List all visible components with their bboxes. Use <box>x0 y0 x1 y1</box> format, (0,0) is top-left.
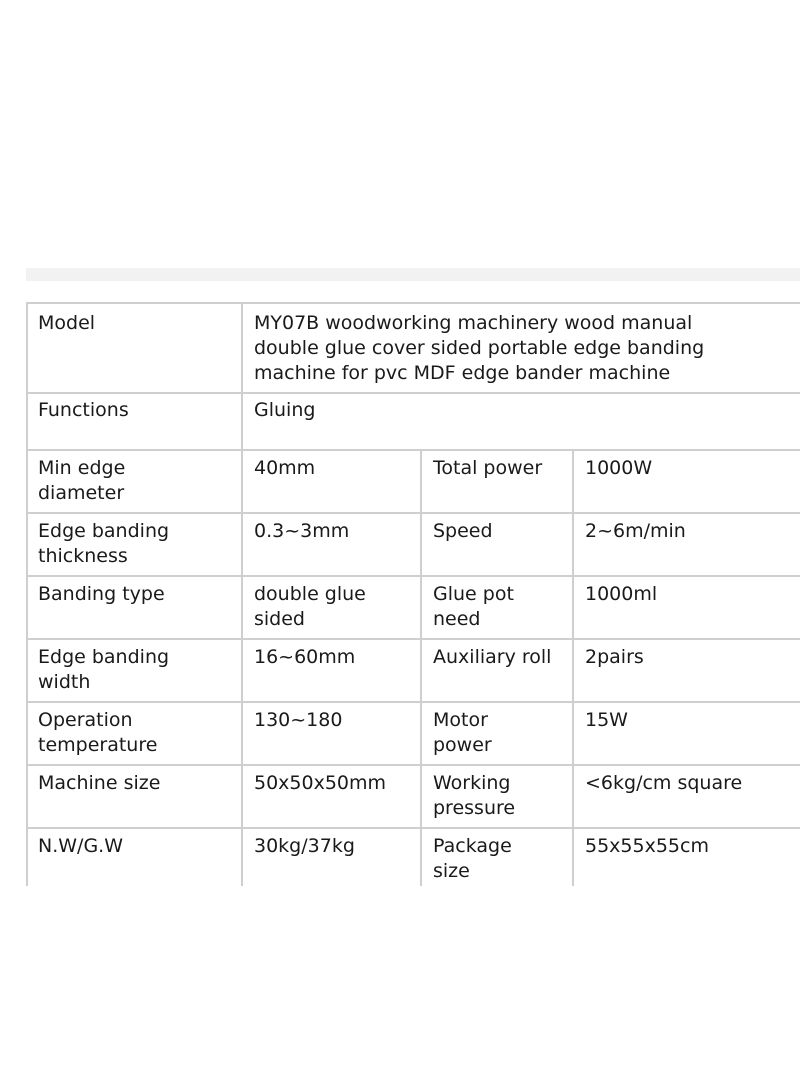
spec-label: Auxiliary roll <box>433 645 551 670</box>
row-divider <box>26 638 800 640</box>
spec-value: 40mm <box>254 456 315 481</box>
spec-value-line: 55x55x55cm <box>585 835 709 857</box>
spec-label-line: Working <box>433 772 511 794</box>
spec-label-line: Package <box>433 835 512 857</box>
spec-value: <6kg/cm square <box>585 771 742 796</box>
column-divider <box>241 302 243 886</box>
table-left-border <box>26 302 28 886</box>
spec-label: Banding type <box>38 582 165 607</box>
spec-label-line: Glue pot <box>433 583 514 605</box>
spec-value-line: <6kg/cm square <box>585 772 743 794</box>
spec-label-line: Auxiliary roll <box>433 646 552 668</box>
row-divider <box>26 512 800 514</box>
spec-value-line: 50x50x50mm <box>254 772 387 794</box>
spec-value: 2pairs <box>585 645 644 670</box>
spec-value-line: 2pairs <box>585 646 644 668</box>
spec-value-line: 15W <box>585 709 628 731</box>
column-divider <box>572 449 574 886</box>
model-value-line: machine for pvc MDF edge bander machine <box>254 362 671 384</box>
spec-table: Model MY07B woodworking machinery wood m… <box>26 302 800 886</box>
model-value: MY07B woodworking machinery wood manual … <box>254 311 794 386</box>
spec-label-line: pressure <box>433 797 516 819</box>
spec-value: 30kg/37kg <box>254 834 355 859</box>
spec-label-line: size <box>433 860 470 882</box>
spec-label: N.W/G.W <box>38 834 123 859</box>
spec-label: Edge banding thickness <box>38 519 169 569</box>
row-divider <box>26 575 800 577</box>
spec-label-line: Total power <box>433 457 543 479</box>
spec-label-line: N.W/G.W <box>38 835 123 857</box>
spec-value-line: sided <box>254 608 305 630</box>
spec-value: 130~180 <box>254 708 342 733</box>
spec-label: Operation temperature <box>38 708 157 758</box>
row-divider <box>26 701 800 703</box>
spec-value-line: 130~180 <box>254 709 343 731</box>
spec-value: 15W <box>585 708 628 733</box>
spec-label-line: Edge banding <box>38 646 170 668</box>
spec-label-line: diameter <box>38 482 125 504</box>
spec-label: Min edge diameter <box>38 456 125 506</box>
spec-label: Package size <box>433 834 512 884</box>
row-divider <box>26 449 800 451</box>
spec-label-line: Edge banding <box>38 520 170 542</box>
spec-value: 2~6m/min <box>585 519 686 544</box>
table-top-border <box>26 302 800 304</box>
spec-value: 1000W <box>585 456 652 481</box>
spec-value-line: 0.3~3mm <box>254 520 350 542</box>
spec-label: Edge banding width <box>38 645 169 695</box>
functions-value: Gluing <box>254 399 316 421</box>
spec-value: 16~60mm <box>254 645 355 670</box>
spec-value: double glue sided <box>254 582 366 632</box>
spec-value-line: 40mm <box>254 457 316 479</box>
spec-value-line: 1000ml <box>585 583 658 605</box>
row-divider <box>26 392 800 394</box>
spec-value-line: 30kg/37kg <box>254 835 355 857</box>
spec-value-line: double glue <box>254 583 366 605</box>
spec-label: Glue pot need <box>433 582 514 632</box>
spec-label-line: need <box>433 608 481 630</box>
top-divider-strip <box>26 268 800 281</box>
spec-label: Machine size <box>38 771 160 796</box>
spec-label-line: thickness <box>38 545 128 567</box>
spec-value: 0.3~3mm <box>254 519 349 544</box>
model-label: Model <box>38 312 96 334</box>
model-value-line: double glue cover sided portable edge ba… <box>254 337 705 359</box>
spec-label: Motor power <box>433 708 492 758</box>
spec-label-line: Speed <box>433 520 493 542</box>
spec-label-line: width <box>38 671 91 693</box>
column-divider <box>420 449 422 886</box>
spec-label-line: temperature <box>38 734 158 756</box>
spec-label-line: Banding type <box>38 583 165 605</box>
spec-label-line: Motor <box>433 709 488 731</box>
spec-value: 1000ml <box>585 582 657 607</box>
row-divider <box>26 764 800 766</box>
spec-label-line: power <box>433 734 492 756</box>
spec-value: 50x50x50mm <box>254 771 386 796</box>
functions-label: Functions <box>38 399 129 421</box>
spec-label: Working pressure <box>433 771 515 821</box>
spec-value: 55x55x55cm <box>585 834 709 859</box>
spec-label-line: Operation <box>38 709 133 731</box>
model-value-line: MY07B woodworking machinery wood manual <box>254 312 693 334</box>
spec-label-line: Machine size <box>38 772 161 794</box>
spec-value-line: 1000W <box>585 457 653 479</box>
row-divider <box>26 827 800 829</box>
spec-label-line: Min edge <box>38 457 126 479</box>
spec-label: Speed <box>433 519 493 544</box>
spec-value-line: 2~6m/min <box>585 520 686 542</box>
spec-value-line: 16~60mm <box>254 646 356 668</box>
spec-label: Total power <box>433 456 542 481</box>
